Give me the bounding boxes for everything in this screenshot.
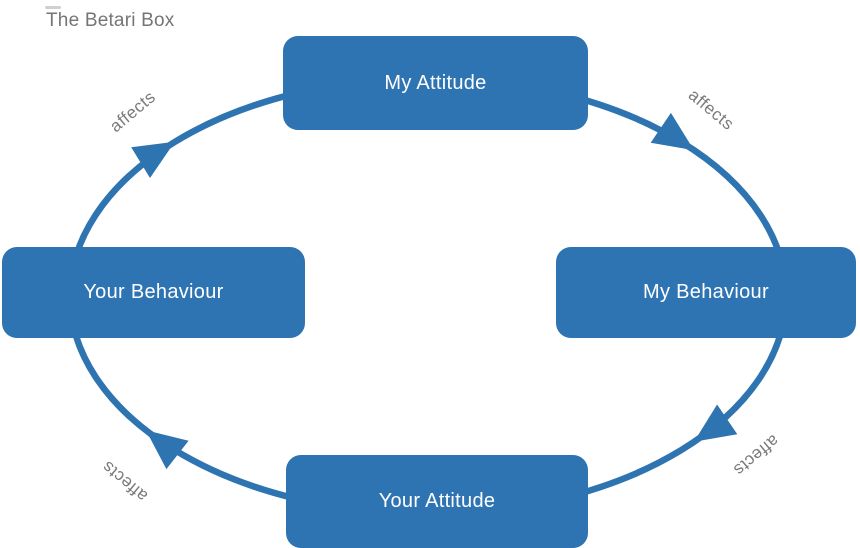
cropped-edge-artifact: [45, 6, 61, 9]
node-my-behaviour: My Behaviour: [556, 247, 856, 338]
page-title: The Betari Box: [46, 10, 175, 31]
node-my-attitude: My Attitude: [283, 36, 588, 130]
arrowhead-top-left-icon: [131, 141, 175, 178]
node-my-behaviour-label: My Behaviour: [643, 281, 769, 303]
arrowhead-bottom-left-icon: [145, 430, 189, 470]
arrowhead-bottom-right-icon: [694, 404, 738, 442]
node-your-attitude: Your Attitude: [286, 455, 588, 548]
node-your-behaviour-label: Your Behaviour: [83, 281, 224, 303]
node-my-attitude-label: My Attitude: [384, 71, 487, 94]
arrowhead-top-right-icon: [650, 112, 694, 151]
node-your-behaviour: Your Behaviour: [2, 247, 305, 338]
node-your-attitude-label: Your Attitude: [378, 490, 496, 512]
